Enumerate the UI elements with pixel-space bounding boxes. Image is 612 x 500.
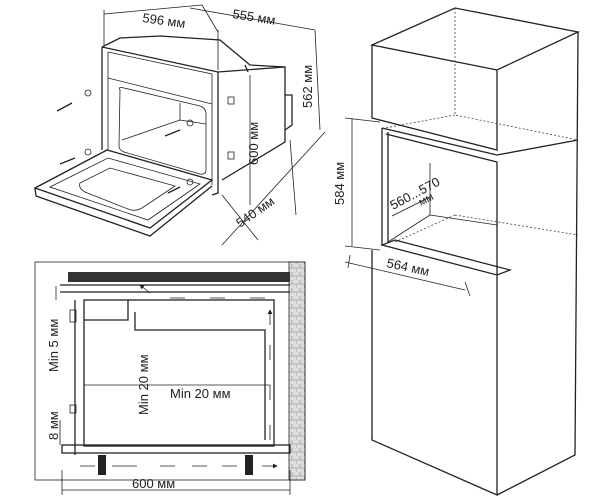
mounting-screws (56, 89, 194, 194)
wall-hatch (288, 261, 306, 481)
niche-height-label: 584 мм (332, 162, 347, 205)
niche-depth-value: 560...570 (387, 174, 442, 213)
oven-front-height-label: 600 мм (246, 122, 261, 165)
oven-isometric-view: 596 мм 555 мм 562 мм 600 мм 540 мм (33, 4, 326, 246)
upper-unit-front (371, 45, 498, 151)
section-width-label: 600 мм (132, 476, 175, 491)
cooktop (68, 272, 290, 282)
oven-depth-label: 555 мм (232, 6, 277, 28)
bottom-gap-label: 8 мм (46, 411, 61, 440)
niche-shelf (379, 239, 513, 276)
oven-height-label: 562 мм (300, 65, 315, 108)
oven-door (33, 149, 214, 229)
oven-front-frame (101, 46, 219, 196)
cabinet-view: 584 мм 560...570 мм 564 мм (332, 7, 581, 496)
niche-width-label: 564 мм (385, 255, 430, 279)
oven-niche (381, 128, 498, 275)
oven-body-depth-label: 540 мм (233, 193, 277, 230)
section-view: Min 5 мм Min 20 мм Min 20 мм 8 мм 600 мм (34, 261, 306, 495)
rear-gap-label: Min 20 мм (136, 354, 151, 415)
oven-width-label: 596 мм (142, 10, 187, 31)
side-gap-label: Min 20 мм (170, 386, 231, 401)
airflow-arrows (80, 285, 277, 466)
cabinet-base (61, 444, 291, 454)
top-gap-label: Min 5 мм (46, 319, 61, 372)
oven-body-section (83, 299, 275, 447)
cabinet-top (369, 7, 581, 71)
lower-unit-front (371, 250, 498, 496)
oven-cavity (118, 86, 207, 175)
